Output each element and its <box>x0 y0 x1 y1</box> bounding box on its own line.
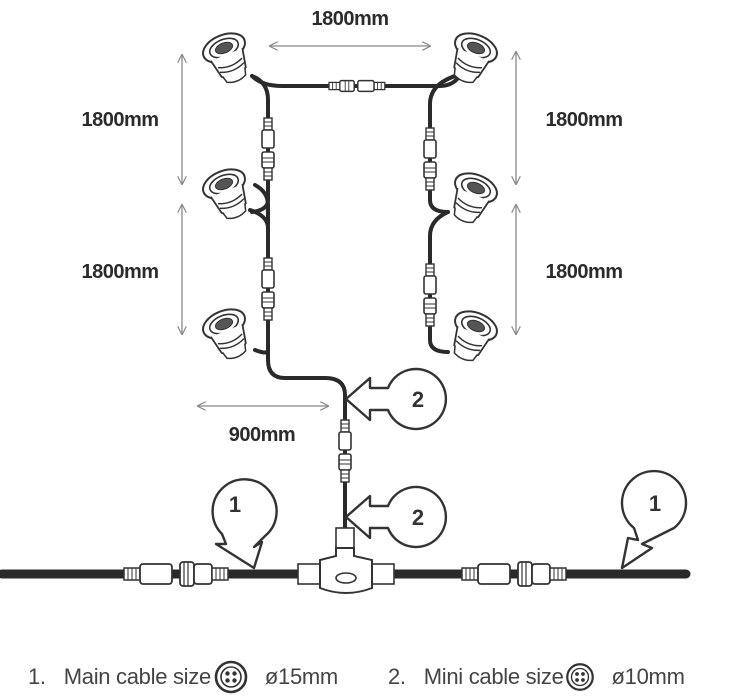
legend-size: ø15mm <box>264 664 338 689</box>
t-junction-icon <box>297 527 395 594</box>
main-connectors <box>123 527 567 594</box>
svg-text:2: 2 <box>412 387 424 412</box>
callout-1-left: 1 <box>211 478 278 570</box>
spot-light-icon <box>197 302 259 367</box>
legend-number: 1. <box>28 664 46 689</box>
spot-light-icon <box>441 304 503 369</box>
callout-2-upper: 2 <box>344 367 448 431</box>
callout-2-lower: 2 <box>344 485 448 549</box>
svg-text:1: 1 <box>649 491 661 516</box>
legend-main-cable: 1. Main cable size ø15mm <box>28 657 338 697</box>
cables <box>0 70 691 579</box>
dimension-label-branch: 900mm <box>229 424 295 446</box>
spot-light-icon <box>441 26 503 91</box>
legend-mini-cable: 2. Mini cable size ø10mm <box>388 657 685 697</box>
left-branch-cable <box>266 203 347 397</box>
legend-size: ø10mm <box>611 664 685 689</box>
svg-text:1: 1 <box>229 492 241 517</box>
svg-text:2: 2 <box>412 505 424 530</box>
dimension-label-right-upper: 1800mm <box>545 109 622 131</box>
spot-light-icon <box>197 26 259 91</box>
legend-label: Mini cable size <box>423 664 564 689</box>
spot-light-icon <box>197 162 259 227</box>
dimension-label-left-upper: 1800mm <box>81 109 158 131</box>
legend-label: Main cable size <box>63 664 211 689</box>
top-cable <box>250 70 464 88</box>
dimension-label-right-lower: 1800mm <box>545 261 622 283</box>
left-column-cable <box>248 208 270 355</box>
dimension-label-left-lower: 1800mm <box>81 261 158 283</box>
dimension-lines <box>182 46 516 406</box>
dimension-label-top: 1800mm <box>311 8 388 30</box>
legend-number: 2. <box>388 664 406 689</box>
callout-1-right: 1 <box>620 469 688 570</box>
spot-light-icon <box>441 166 503 231</box>
